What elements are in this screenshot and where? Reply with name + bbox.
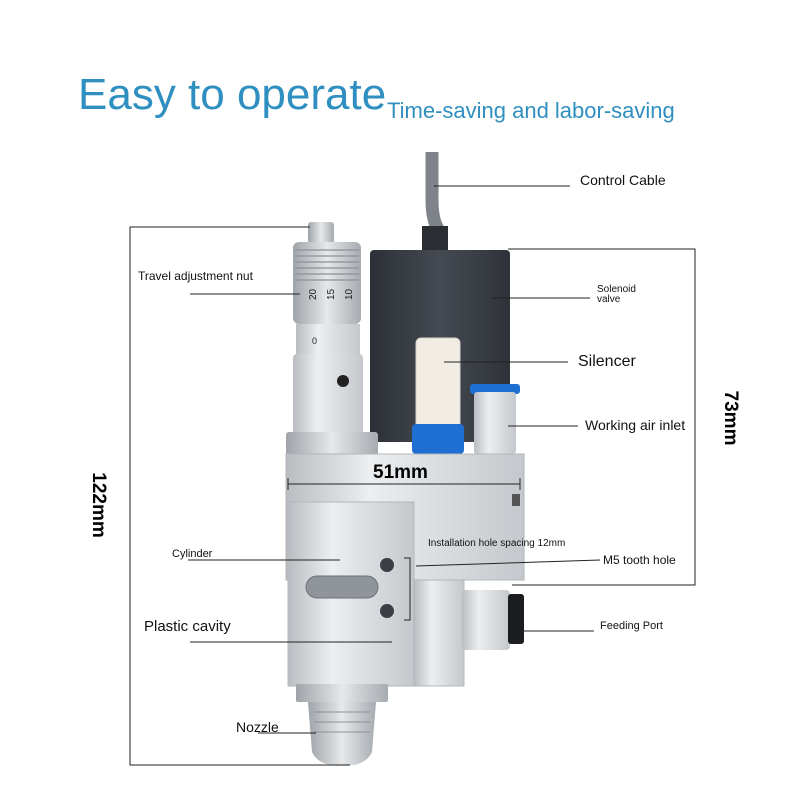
nozzle-knurling	[314, 711, 370, 733]
cylinder-slot	[305, 575, 379, 599]
micrometer-scale-15: 15	[326, 288, 337, 300]
subheadline: Time-saving and labor-saving	[387, 98, 675, 123]
label-cylinder: Cylinder	[172, 548, 213, 560]
side-slot	[512, 494, 520, 506]
label-feeding-port: Feeding Port	[600, 620, 663, 632]
dimension-total-height: 122mm	[88, 472, 109, 538]
micrometer-scale-10: 10	[344, 288, 355, 300]
micrometer-barrel	[293, 354, 363, 434]
travel-adjustment-nut	[293, 242, 361, 324]
label-valve: valve	[597, 294, 621, 305]
micrometer-scale-20: 20	[308, 288, 319, 300]
label-solenoid: Solenoid	[597, 284, 636, 295]
air-inlet-collar	[470, 384, 520, 394]
leader-lines	[188, 185, 601, 734]
working-air-inlet	[474, 392, 516, 454]
silencer-fitting	[412, 424, 464, 454]
label-control-cable: Control Cable	[580, 172, 666, 188]
label-working-air-inlet: Working air inlet	[585, 417, 686, 433]
dimension-body-width: 51mm	[373, 462, 428, 483]
dimension-lines	[129, 226, 696, 766]
label-silencer: Silencer	[578, 353, 636, 370]
barrel-screw	[337, 375, 349, 387]
hex-nut	[286, 432, 378, 458]
label-m5-tooth-hole: M5 tooth hole	[603, 553, 676, 567]
micrometer-zero: 0	[312, 336, 317, 346]
feeding-port-collar	[508, 594, 524, 644]
knurling	[295, 249, 359, 281]
label-plastic-cavity: Plastic cavity	[144, 618, 231, 635]
micrometer-cap	[308, 222, 334, 244]
label-travel-adjustment-nut: Travel adjustment nut	[138, 269, 253, 283]
cable-connector	[422, 226, 448, 254]
hole-spacing-bracket	[404, 557, 411, 621]
label-installation-spacing: Installation hole spacing 12mm	[428, 538, 566, 549]
micrometer-sleeve	[296, 324, 360, 354]
dim-122-bracket	[129, 226, 350, 766]
headline: Easy to operate	[78, 70, 387, 119]
dim-73-bracket	[508, 248, 696, 586]
label-nozzle: Nozzle	[236, 719, 279, 735]
m5-hole-upper	[380, 558, 394, 572]
lower-side-block	[413, 579, 465, 687]
nozzle	[308, 702, 376, 766]
control-cable	[425, 152, 446, 237]
nozzle-nut	[296, 684, 388, 702]
dimension-valve-height: 73mm	[720, 390, 741, 446]
feeding-port	[462, 590, 510, 650]
m5-hole-lower	[380, 604, 394, 618]
silencer	[415, 337, 461, 431]
